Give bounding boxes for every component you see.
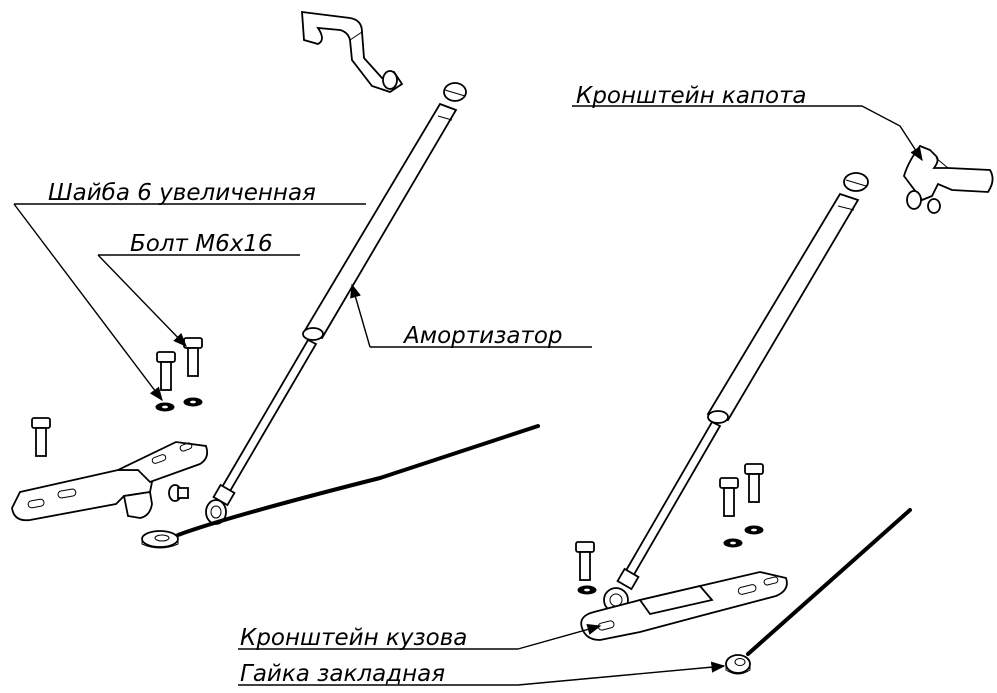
leader-bolt xyxy=(97,254,300,348)
bolt-right-2 xyxy=(719,477,739,517)
bolt-right-3 xyxy=(575,541,595,581)
bolt-right-1 xyxy=(744,463,764,503)
bolt-left-3 xyxy=(31,417,51,457)
shock-absorber-right xyxy=(603,172,869,613)
cable-left xyxy=(176,424,540,537)
leader-washer xyxy=(13,203,366,402)
shock-absorber-left xyxy=(205,82,467,525)
body-bracket-right xyxy=(580,571,788,641)
label-bolt: Болт М6х16 xyxy=(130,231,273,257)
washer-left xyxy=(155,397,203,412)
body-bracket-left xyxy=(11,441,209,522)
hood-bracket-left xyxy=(301,10,404,93)
leader-embedded-nut xyxy=(238,661,726,686)
hood-bracket-right xyxy=(903,144,994,214)
embedded-nut-left xyxy=(141,530,179,549)
leader-body-bracket xyxy=(238,624,602,650)
cable-right xyxy=(746,508,912,656)
embedded-nut-right xyxy=(725,654,751,675)
label-washer: Шайба 6 увеличенная xyxy=(48,180,316,206)
leader-shock-absorber xyxy=(350,283,592,348)
bolt-left-1 xyxy=(183,337,203,377)
label-body-bracket: Кронштейн кузова xyxy=(240,625,467,651)
label-shock-absorber: Амортизатор xyxy=(402,323,563,349)
washer-right xyxy=(577,525,764,595)
leader-hood-bracket xyxy=(572,105,923,162)
bolt-left-2 xyxy=(156,351,176,391)
label-embedded-nut: Гайка закладная xyxy=(240,661,445,687)
label-hood-bracket: Кронштейн капота xyxy=(576,83,807,109)
